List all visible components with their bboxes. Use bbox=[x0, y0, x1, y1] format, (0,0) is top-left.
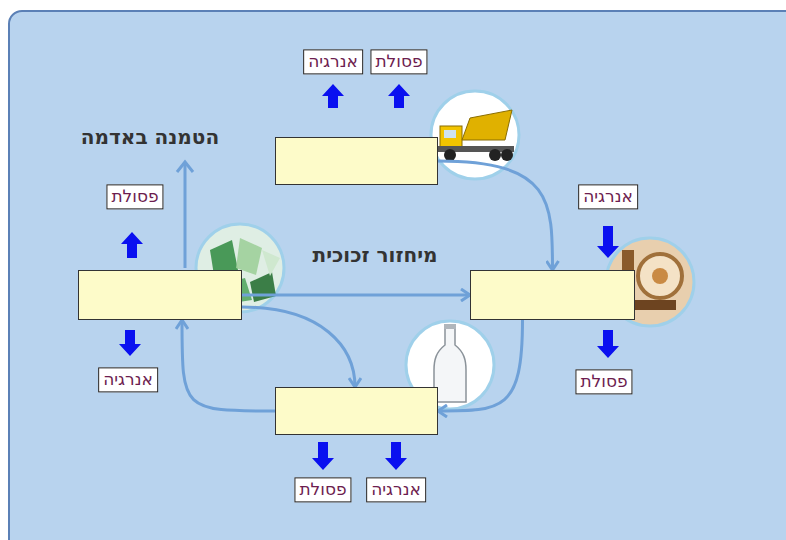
flow-arrow bbox=[182, 320, 275, 411]
stage-box bbox=[78, 270, 242, 320]
waste-tag: פסולת bbox=[106, 184, 163, 209]
stage-box bbox=[470, 270, 635, 320]
stage-box bbox=[275, 137, 438, 185]
edge-label: מיחזור זכוכית bbox=[312, 243, 437, 267]
waste-tag: פסולת bbox=[575, 369, 632, 394]
stage-box bbox=[275, 387, 438, 435]
energy-tag: אנרגיה bbox=[98, 367, 158, 392]
flow-arrow bbox=[438, 320, 523, 411]
waste-tag: פסולת bbox=[294, 477, 351, 502]
flow-arrow bbox=[242, 294, 470, 297]
energy-tag: אנרגיה bbox=[366, 477, 426, 502]
waste-tag: פסולת bbox=[370, 49, 427, 74]
energy-tag: אנרגיה bbox=[303, 49, 363, 74]
flow-arrow bbox=[438, 161, 553, 270]
energy-tag: אנרגיה bbox=[578, 184, 638, 209]
disposal-label: הטמנה באדמה bbox=[81, 125, 219, 149]
flow-arrow bbox=[242, 307, 355, 387]
